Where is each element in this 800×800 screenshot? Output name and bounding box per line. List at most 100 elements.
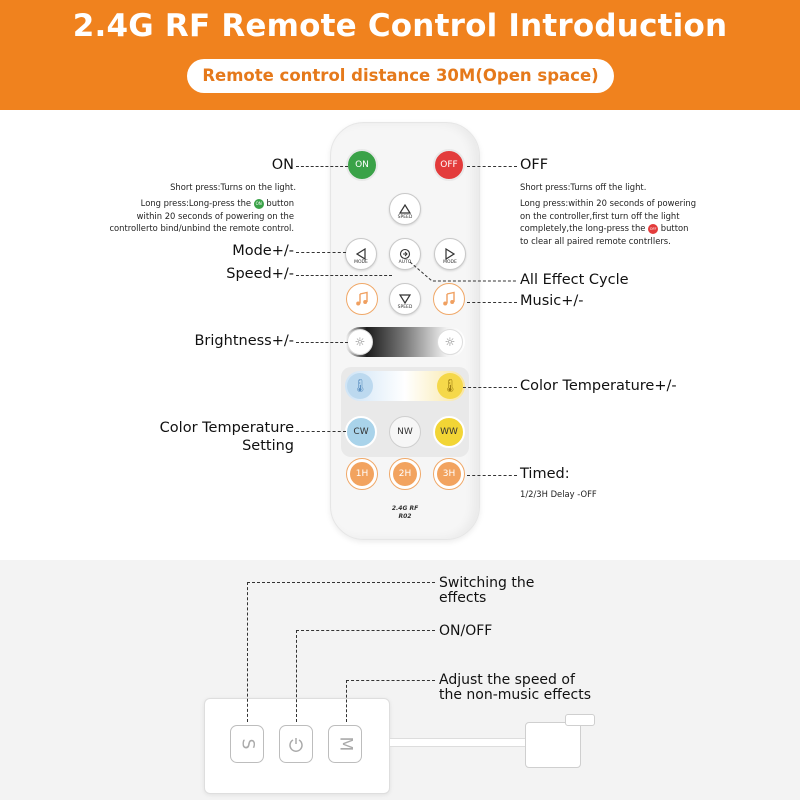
s-button-horizontal-leader <box>247 582 435 583</box>
remote-timer-1h-button[interactable]: 1H <box>346 458 378 490</box>
brightness-callout-label: Brightness+/- <box>194 333 294 349</box>
on-long-press-text: Long press:Long-press the ON button with… <box>80 197 294 235</box>
power-button-vertical-leader <box>296 630 297 722</box>
timed-callout-label: Timed: <box>520 466 570 482</box>
remote-timer-3h-button[interactable]: 3H <box>433 458 465 490</box>
distance-pill: Remote control distance 30M(Open space) <box>187 59 614 93</box>
off-callout-label: OFF <box>520 157 549 173</box>
speed-down-caption: SPEED <box>397 305 413 310</box>
timed-callout-subtext: 1/2/3H Delay -OFF <box>520 489 597 499</box>
music-note-icon <box>443 291 455 306</box>
cycle-icon <box>399 248 411 260</box>
sun-icon: ☼ <box>354 335 366 349</box>
remote-music-minus-button[interactable] <box>346 283 378 315</box>
remote-nw-button[interactable]: NW <box>389 416 421 448</box>
brightness-slider[interactable]: ☼ ☼ <box>345 327 465 357</box>
timer-2h-label: 2H <box>393 462 417 486</box>
off-long-text-b: on the controller,first turn off the lig… <box>520 210 680 221</box>
sun-icon: ☼ <box>444 335 456 349</box>
off-long-text-a: Long press:within 20 seconds of powering <box>520 198 697 208</box>
mode-prev-caption: MODE <box>354 260 368 265</box>
off-short-press-text: Short press:Turns off the light. <box>520 182 647 192</box>
ct-setting-callout-label-1: Color Temperature <box>159 420 294 436</box>
controller-plug-clip <box>565 714 595 726</box>
s-button-vertical-leader <box>247 582 248 722</box>
mode-callout-line <box>296 252 346 253</box>
remote-ww-button[interactable]: WW <box>433 416 465 448</box>
remote-timer-2h-button[interactable]: 2H <box>389 458 421 490</box>
off-inline-badge: OFF <box>648 223 659 234</box>
remote-speed-down-button[interactable]: SPEED <box>389 283 421 315</box>
remote-cw-button[interactable]: CW <box>345 416 377 448</box>
music-note-icon <box>356 291 368 306</box>
off-long-text-d: button <box>660 223 689 233</box>
triangle-left-icon <box>356 248 366 260</box>
on-long-text-d: controllerto bind/unbind the remote cont… <box>109 223 294 233</box>
timed-callout-line <box>467 475 517 476</box>
ww-label: WW <box>440 427 458 437</box>
color-temp-warm-button[interactable]: 🌡 <box>437 373 463 399</box>
controller-power-button[interactable] <box>279 725 313 763</box>
mode-callout-label: Mode+/- <box>232 243 294 259</box>
brightness-minus-button[interactable]: ☼ <box>347 329 373 355</box>
music-callout-label: Music+/- <box>520 293 584 309</box>
on-short-press-text: Short press:Turns on the light. <box>170 182 296 192</box>
controller-m-button[interactable]: M <box>328 725 362 763</box>
switch-effects-label-1: Switching the <box>439 575 535 591</box>
triangle-right-icon <box>445 248 455 260</box>
on-callout-label: ON <box>271 157 294 173</box>
m-button-vertical-leader <box>346 680 347 722</box>
remote-music-plus-button[interactable] <box>433 283 465 315</box>
speed-callout-label: Speed+/- <box>226 266 294 282</box>
speed-adjust-label-1: Adjust the speed of <box>439 672 575 688</box>
color-temperature-slider[interactable]: 🌡 🌡 <box>345 371 465 401</box>
nw-label: NW <box>397 427 413 437</box>
timer-1h-label: 1H <box>350 462 374 486</box>
color-temp-callout-label: Color Temperature+/- <box>520 378 677 394</box>
thermometer-icon: 🌡 <box>441 378 459 394</box>
speed-adjust-label-2: the non-music effects <box>439 687 591 703</box>
brightness-callout-line <box>296 342 348 343</box>
all-effect-callout-line <box>409 261 517 282</box>
remote-on-button[interactable]: ON <box>346 149 378 181</box>
remote-brand-mark: 2.4G RF R02 <box>380 505 430 521</box>
on-callout-line <box>296 166 348 167</box>
remote-auto-button[interactable]: AUTO <box>389 238 421 270</box>
header-banner: 2.4G RF Remote Control Introduction Remo… <box>0 0 800 110</box>
brightness-plus-button[interactable]: ☼ <box>437 329 463 355</box>
onoff-label: ON/OFF <box>439 623 493 639</box>
power-button-horizontal-leader <box>296 630 435 631</box>
remote-off-button[interactable]: OFF <box>433 149 465 181</box>
on-long-text-a: Long press:Long-press the <box>140 198 252 208</box>
off-long-text-e: to clear all paired remote contrllers. <box>520 235 671 246</box>
on-long-text-c: within 20 seconds of powering on the <box>136 210 294 221</box>
off-long-press-text: Long press:within 20 seconds of powering… <box>520 197 720 247</box>
off-long-text-c: completely,the long-press the <box>520 223 646 233</box>
m-button-horizontal-leader <box>346 680 435 681</box>
remote-mode-prev-button[interactable]: MODE <box>345 238 377 270</box>
mode-next-caption: MODE <box>443 260 457 265</box>
remote-mode-next-button[interactable]: MODE <box>434 238 466 270</box>
remote-speed-up-button[interactable]: SPEED <box>389 193 421 225</box>
auto-caption: AUTO <box>398 260 412 265</box>
page-title: 2.4G RF Remote Control Introduction <box>72 8 728 44</box>
color-temp-cool-button[interactable]: 🌡 <box>347 373 373 399</box>
power-icon <box>289 738 303 752</box>
switch-effects-label-2: effects <box>439 590 487 606</box>
controller-cable <box>390 738 528 747</box>
off-callout-line <box>467 166 517 167</box>
off-button-label: OFF <box>440 160 458 170</box>
ct-setting-callout-line <box>296 431 346 432</box>
all-effect-callout-label: All Effect Cycle <box>520 272 629 288</box>
m-letter-icon: M <box>334 736 355 752</box>
triangle-up-icon <box>399 204 411 214</box>
controller-s-button[interactable]: S <box>230 725 264 763</box>
speed-up-caption: SPEED <box>397 215 413 220</box>
color-temp-callout-line <box>463 387 517 388</box>
thermometer-icon: 🌡 <box>351 378 369 394</box>
brand-line-1: 2.4G RF <box>391 505 419 512</box>
on-button-label: ON <box>355 160 369 170</box>
on-long-text-b: button <box>266 198 294 208</box>
